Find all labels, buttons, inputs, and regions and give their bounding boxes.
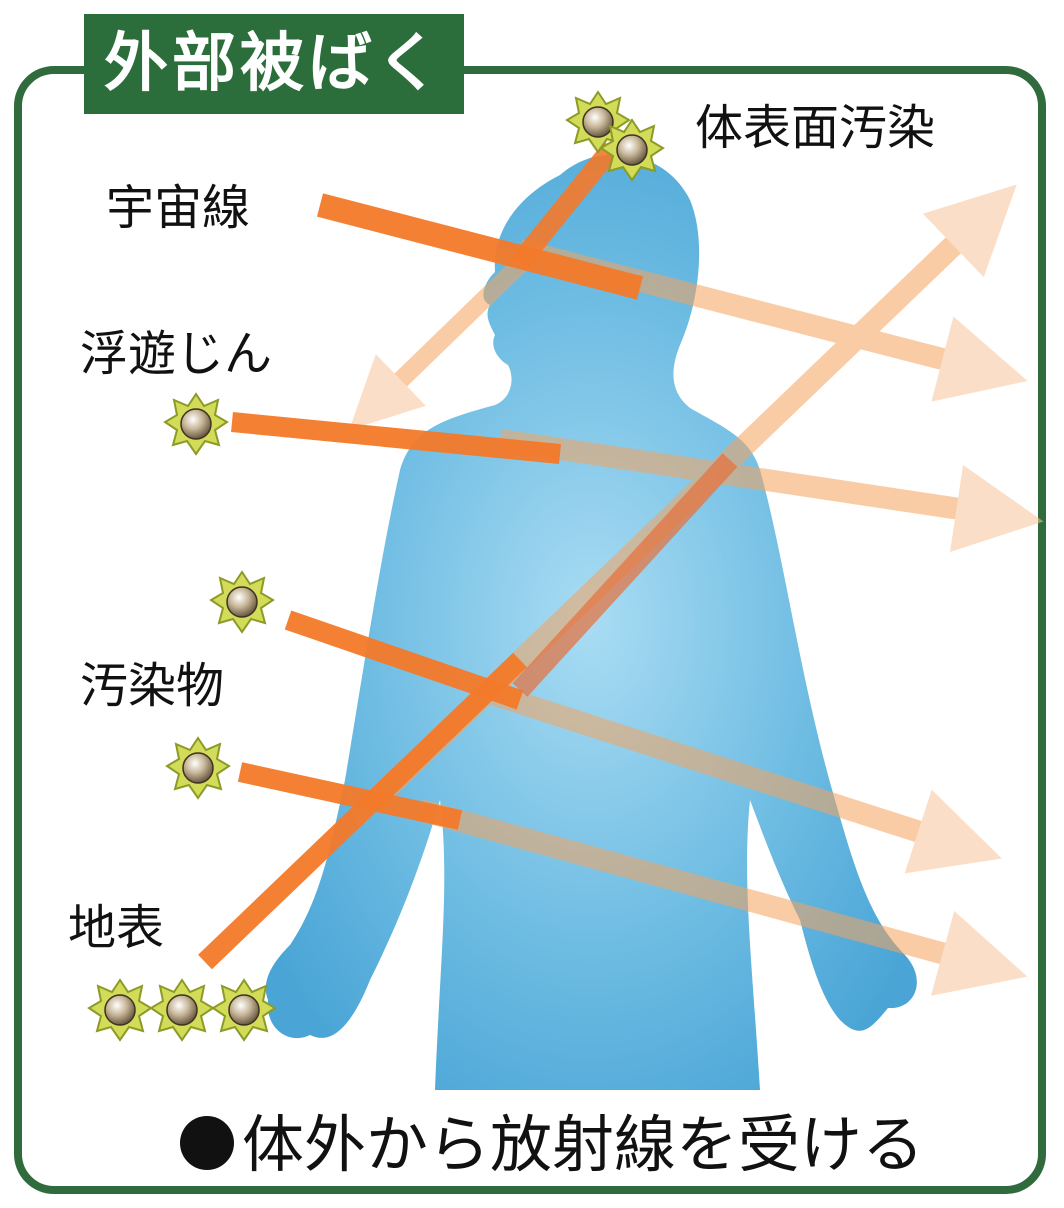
particle-contaminant-2: [166, 737, 230, 799]
label-ground-surface: 地表: [68, 900, 165, 956]
particle-contaminant-1: [210, 571, 274, 633]
caption-text: 体外から放射線を受ける: [242, 1108, 925, 1181]
diagram-title: 外部被ばく: [84, 14, 464, 114]
caption: 体外から放射線を受ける: [180, 1114, 924, 1176]
particle-ground-2: [150, 979, 214, 1041]
particle-head-2: [600, 119, 664, 181]
label-cosmic-rays: 宇宙線: [106, 180, 251, 236]
label-airborne-dust: 浮遊じん: [80, 326, 273, 382]
bullet-icon: [180, 1116, 234, 1170]
particle-airborne: [164, 393, 228, 455]
particle-ground-3: [212, 979, 276, 1041]
particle-ground-1: [88, 979, 152, 1041]
radiation-rays: [198, 141, 738, 970]
label-contaminants: 汚染物: [80, 658, 225, 714]
label-surface-contamination: 体表面汚染: [695, 100, 936, 156]
